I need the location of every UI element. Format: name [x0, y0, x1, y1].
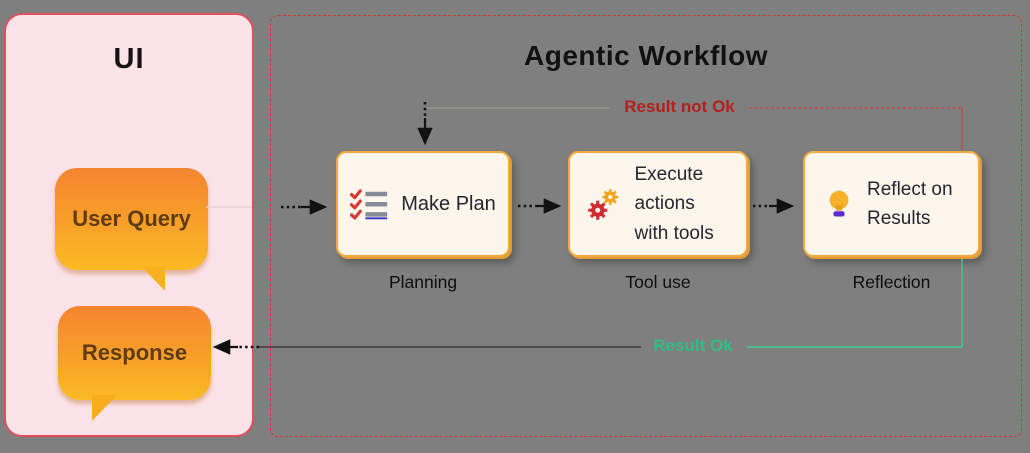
step-label: Reflect on Results — [867, 178, 953, 229]
step-label: Execute actions with tools — [634, 163, 714, 244]
user-query-bubble: User Query — [55, 168, 208, 291]
result-ok-label: Result Ok — [653, 336, 733, 355]
response-label: Response — [81, 339, 188, 365]
workflow-panel — [270, 15, 1022, 437]
caption-reflection: Reflection — [852, 272, 931, 292]
speech-tail — [91, 395, 117, 421]
response-bubble: Response — [58, 306, 211, 421]
ui-panel: UI User Query Response — [4, 13, 254, 437]
step-make-plan: Make Plan — [336, 151, 510, 257]
step-reflect-results: Reflect on Results — [803, 151, 980, 257]
step-label: Make Plan — [401, 192, 496, 215]
caption-planning: Planning — [388, 272, 458, 292]
user-query-label: User Query — [72, 205, 191, 231]
speech-tail — [140, 266, 165, 291]
step-execute-actions: Execute actions with tools — [568, 151, 748, 257]
gears-icon — [587, 189, 618, 220]
lightbulb-icon — [829, 190, 849, 216]
checklist-icon — [350, 189, 388, 220]
result-not-ok-label: Result not Ok — [624, 97, 735, 116]
caption-tool-use: Tool use — [625, 272, 691, 292]
workflow-title: Agentic Workflow — [524, 40, 768, 71]
ui-panel-title: UI — [113, 43, 145, 75]
